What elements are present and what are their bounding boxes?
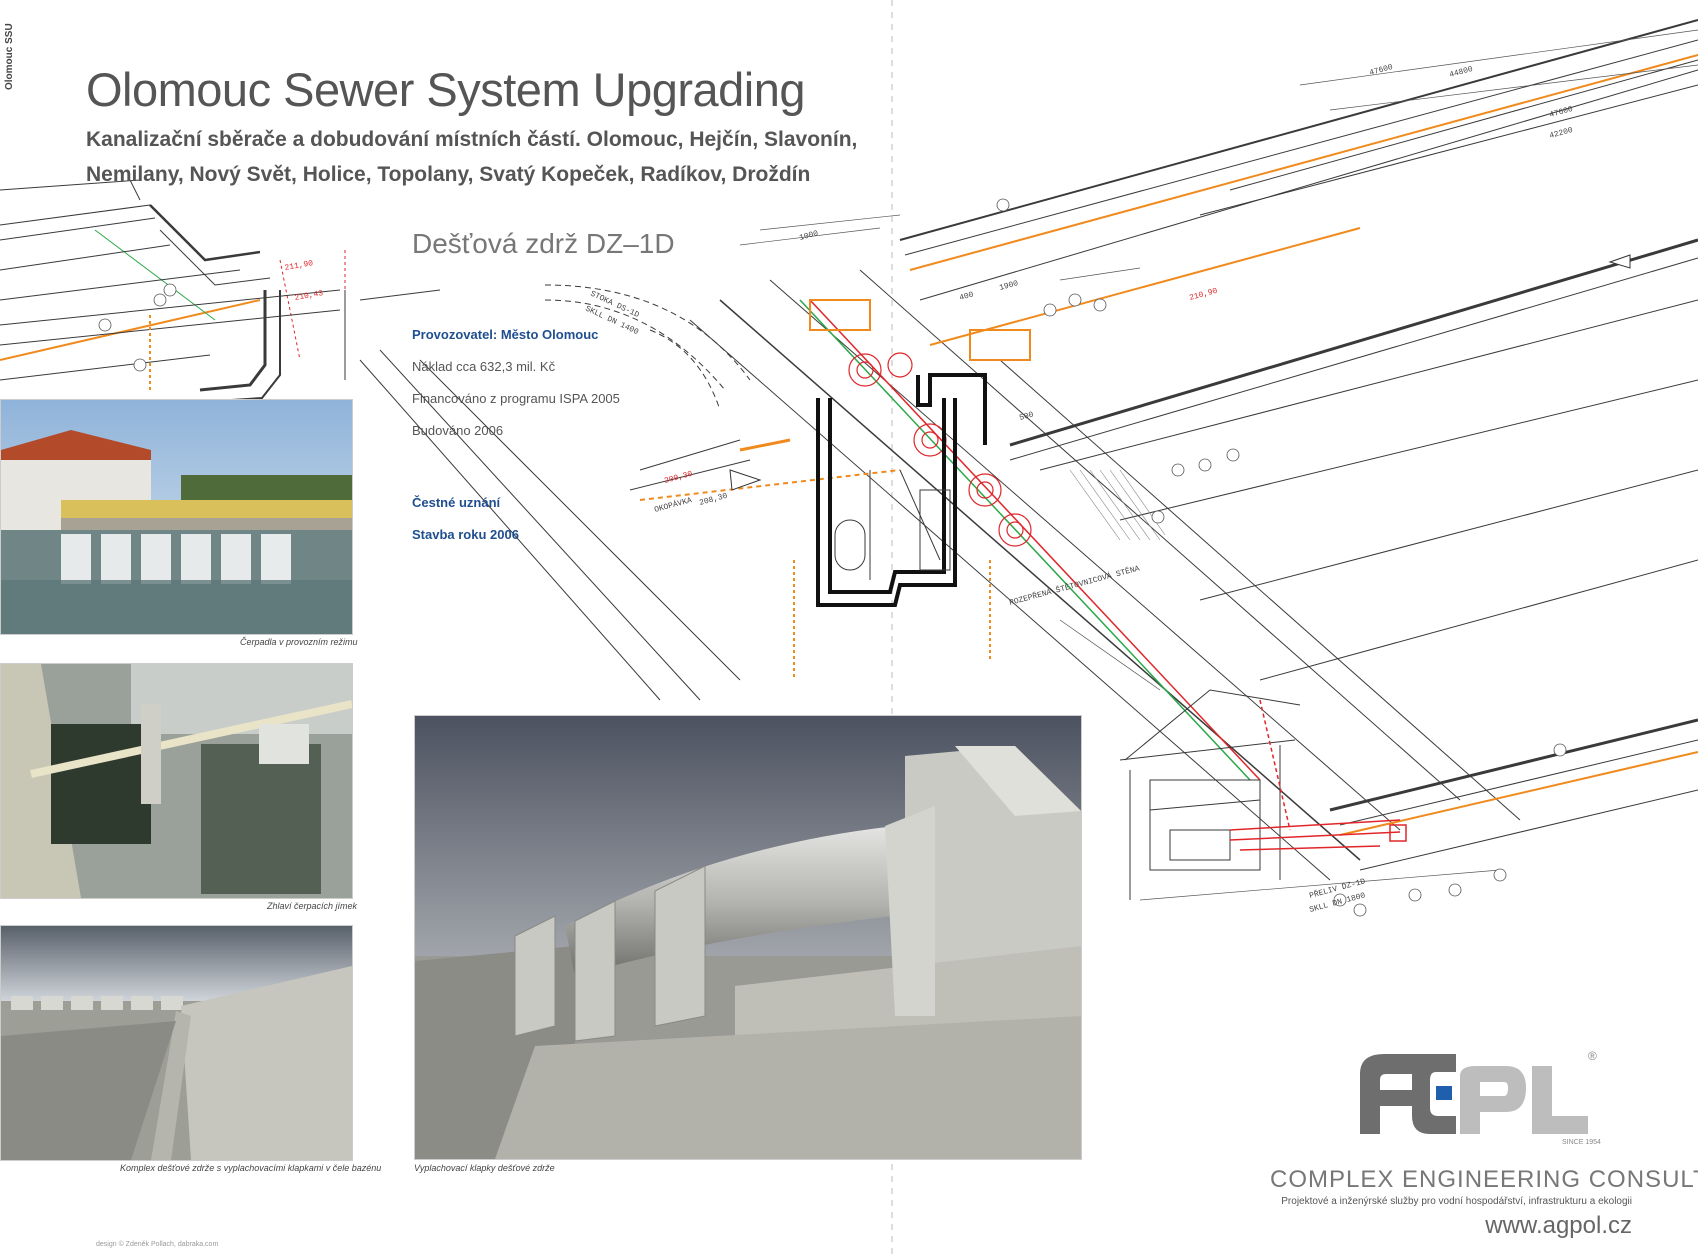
award: Stavba roku 2006	[412, 527, 519, 542]
logo-since: SINCE 1954	[1562, 1139, 1601, 1146]
design-credit: design © Zdeněk Pollach, dabraka.com	[96, 1241, 219, 1248]
registered-mark: ®	[1588, 1049, 1597, 1063]
ladders	[149, 315, 991, 680]
manholes	[848, 352, 1032, 547]
photo-caption: Čerpadla v provozním režimu	[240, 637, 358, 647]
spacer	[412, 453, 642, 493]
photo-flushing-flaps	[414, 715, 1082, 1160]
flow-arrows	[729, 254, 1631, 491]
page-subtitle: Kanalizační sběrače a dobudování místníc…	[86, 128, 858, 186]
photo-caption: Vyplachovací klapky dešťové zdrže	[414, 1163, 555, 1173]
channel-walls	[689, 19, 1698, 881]
honor: Čestné uznání	[412, 495, 501, 510]
photo-caption: Zhlaví čerpacích jímek	[267, 901, 358, 911]
brand-name: COMPLEX ENGINEERING CONSULTING	[1270, 1166, 1698, 1193]
photo-pump-wells	[0, 663, 353, 899]
dim-label: 47600	[1548, 105, 1574, 120]
photo-pump-wells-image	[1, 664, 352, 898]
side-label: Olomouc SSU	[4, 23, 34, 100]
trench-label: OKOPÁVKA	[653, 496, 693, 515]
hatched-area	[1069, 469, 1166, 541]
dim-label: 500	[1018, 410, 1034, 422]
photo-flushing-flaps-image	[415, 716, 1081, 1159]
dim-label: 44800	[1448, 65, 1474, 80]
side-label-text: Olomouc SSU	[4, 23, 15, 90]
orange-pipe-lines	[0, 54, 1698, 836]
page-title: Olomouc Sewer System Upgrading	[86, 63, 806, 116]
photo-complex	[0, 925, 353, 1161]
project-info: Provozovatel: Město Olomouc Náklad cca 6…	[412, 325, 642, 557]
level-label: 210,90	[1188, 287, 1218, 303]
agpol-logo: ® SINCE 1954	[1360, 1049, 1601, 1146]
built-year: Budováno 2006	[412, 423, 504, 438]
inlet-internal	[834, 469, 951, 580]
logo-mark-icon	[1360, 1054, 1588, 1134]
level-label: 210,43	[294, 289, 324, 303]
level-label: 208,30	[698, 492, 728, 508]
reference-bubbles	[98, 198, 1567, 917]
level-label: 211,90	[284, 259, 314, 273]
brand-url[interactable]: www.agpol.cz	[1485, 1212, 1632, 1239]
photo-pumps	[0, 399, 353, 635]
pump-house-red	[1229, 699, 1407, 851]
photo-pumps-image	[1, 400, 352, 634]
level-label: 209,30	[663, 470, 693, 486]
dimension-lines	[739, 29, 1698, 901]
top-rails	[809, 299, 1031, 361]
brand-tagline: Projektové a inženýrské služby pro vodní…	[1281, 1196, 1632, 1207]
dim-label: 42200	[1548, 126, 1574, 141]
sewer-pipe	[544, 284, 751, 411]
project-name: Dešťová zdrž DZ–1D	[412, 228, 675, 259]
dim-label: 1900	[998, 279, 1019, 293]
dim-label: 400	[958, 290, 974, 302]
financing: Financováno z programu ISPA 2005	[412, 391, 620, 406]
inlet-structure	[816, 373, 987, 607]
operator: Provozovatel: Město Olomouc	[412, 327, 599, 342]
dim-label: 1000	[798, 229, 819, 243]
dim-label: 47600	[1368, 63, 1394, 78]
photo-caption: Komplex dešťové zdrže s vyplachovacími k…	[120, 1163, 382, 1173]
photo-complex-image	[1, 926, 352, 1160]
cost: Náklad cca 632,3 mil. Kč	[412, 359, 556, 374]
pump-house	[1119, 689, 1301, 900]
